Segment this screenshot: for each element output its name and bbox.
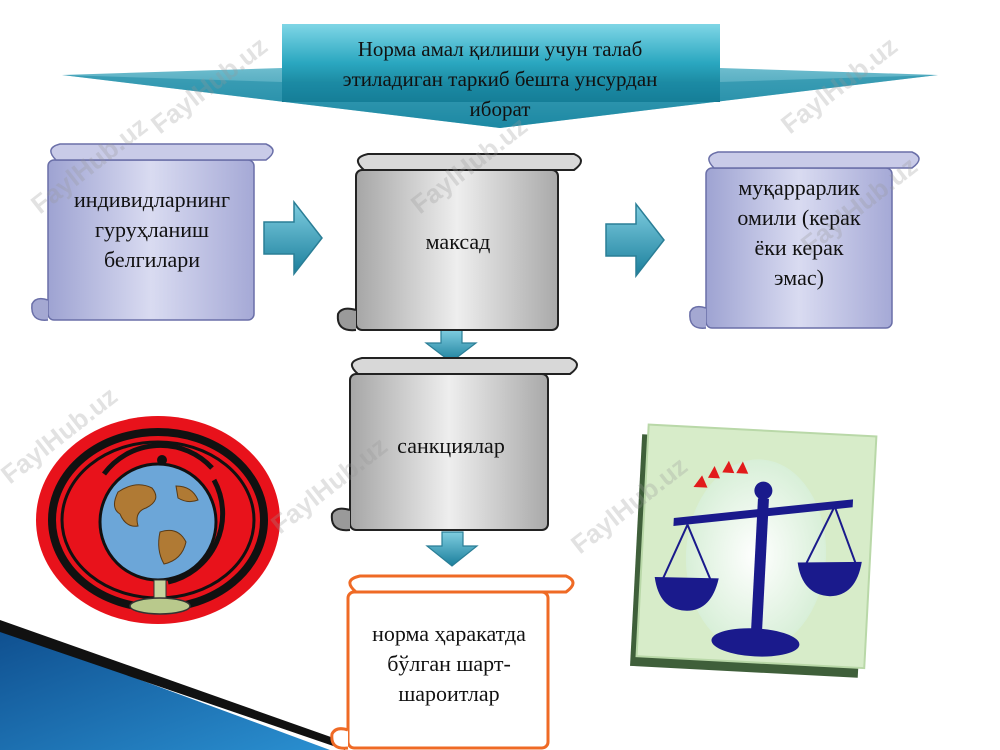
- scroll-goal-text: максад: [360, 212, 556, 272]
- arrow-down-2: [425, 531, 479, 567]
- header-line: иборат: [469, 97, 531, 121]
- scroll-line: норма ҳаракатда: [372, 621, 526, 646]
- scroll-line: гуруҳланиш: [95, 217, 209, 242]
- scroll-conditions: [330, 574, 575, 750]
- corner-accent: [0, 620, 345, 750]
- scroll-line: ёки керак: [754, 235, 844, 260]
- scroll-line: шароитлар: [398, 681, 500, 706]
- scroll-line: муқаррарлик: [738, 175, 860, 200]
- header-line: Норма амал қилиши учун талаб: [357, 37, 643, 61]
- scroll-sanctions: [330, 357, 578, 532]
- scroll-imperative-text: муқаррарлик омили (керак ёки керак эмас): [714, 170, 884, 296]
- scales-illustration: [630, 423, 878, 678]
- scroll-line: индивидларнинг: [74, 187, 230, 212]
- arrow-right-2: [605, 201, 665, 279]
- scroll-individual: [31, 143, 274, 321]
- scroll-line: эмас): [774, 265, 824, 290]
- scroll-individual-text: индивидларнинг гуруҳланиш белгилари: [52, 170, 252, 290]
- header-banner: [62, 24, 938, 128]
- scroll-line: максад: [425, 229, 491, 254]
- globe-illustration: [36, 416, 280, 624]
- scroll-imperative: [689, 151, 920, 329]
- arrow-right-1: [263, 199, 323, 277]
- scroll-line: бўлган шарт-: [387, 651, 511, 676]
- arrow-down-1: [424, 329, 478, 363]
- header-line: этиладиган таркиб бешта унсурдан: [342, 67, 658, 91]
- scroll-sanctions-text: санкциялар: [356, 418, 546, 474]
- scroll-line: омили (керак: [737, 205, 861, 230]
- scroll-conditions-text: норма ҳаракатда бўлган шарт- шароитлар: [352, 614, 546, 714]
- scroll-goal: [336, 153, 582, 332]
- scroll-line: санкциялар: [397, 433, 505, 458]
- header-title: Норма амал қилиши учун талаб этиладиган …: [300, 34, 700, 124]
- scroll-line: белгилари: [104, 247, 200, 272]
